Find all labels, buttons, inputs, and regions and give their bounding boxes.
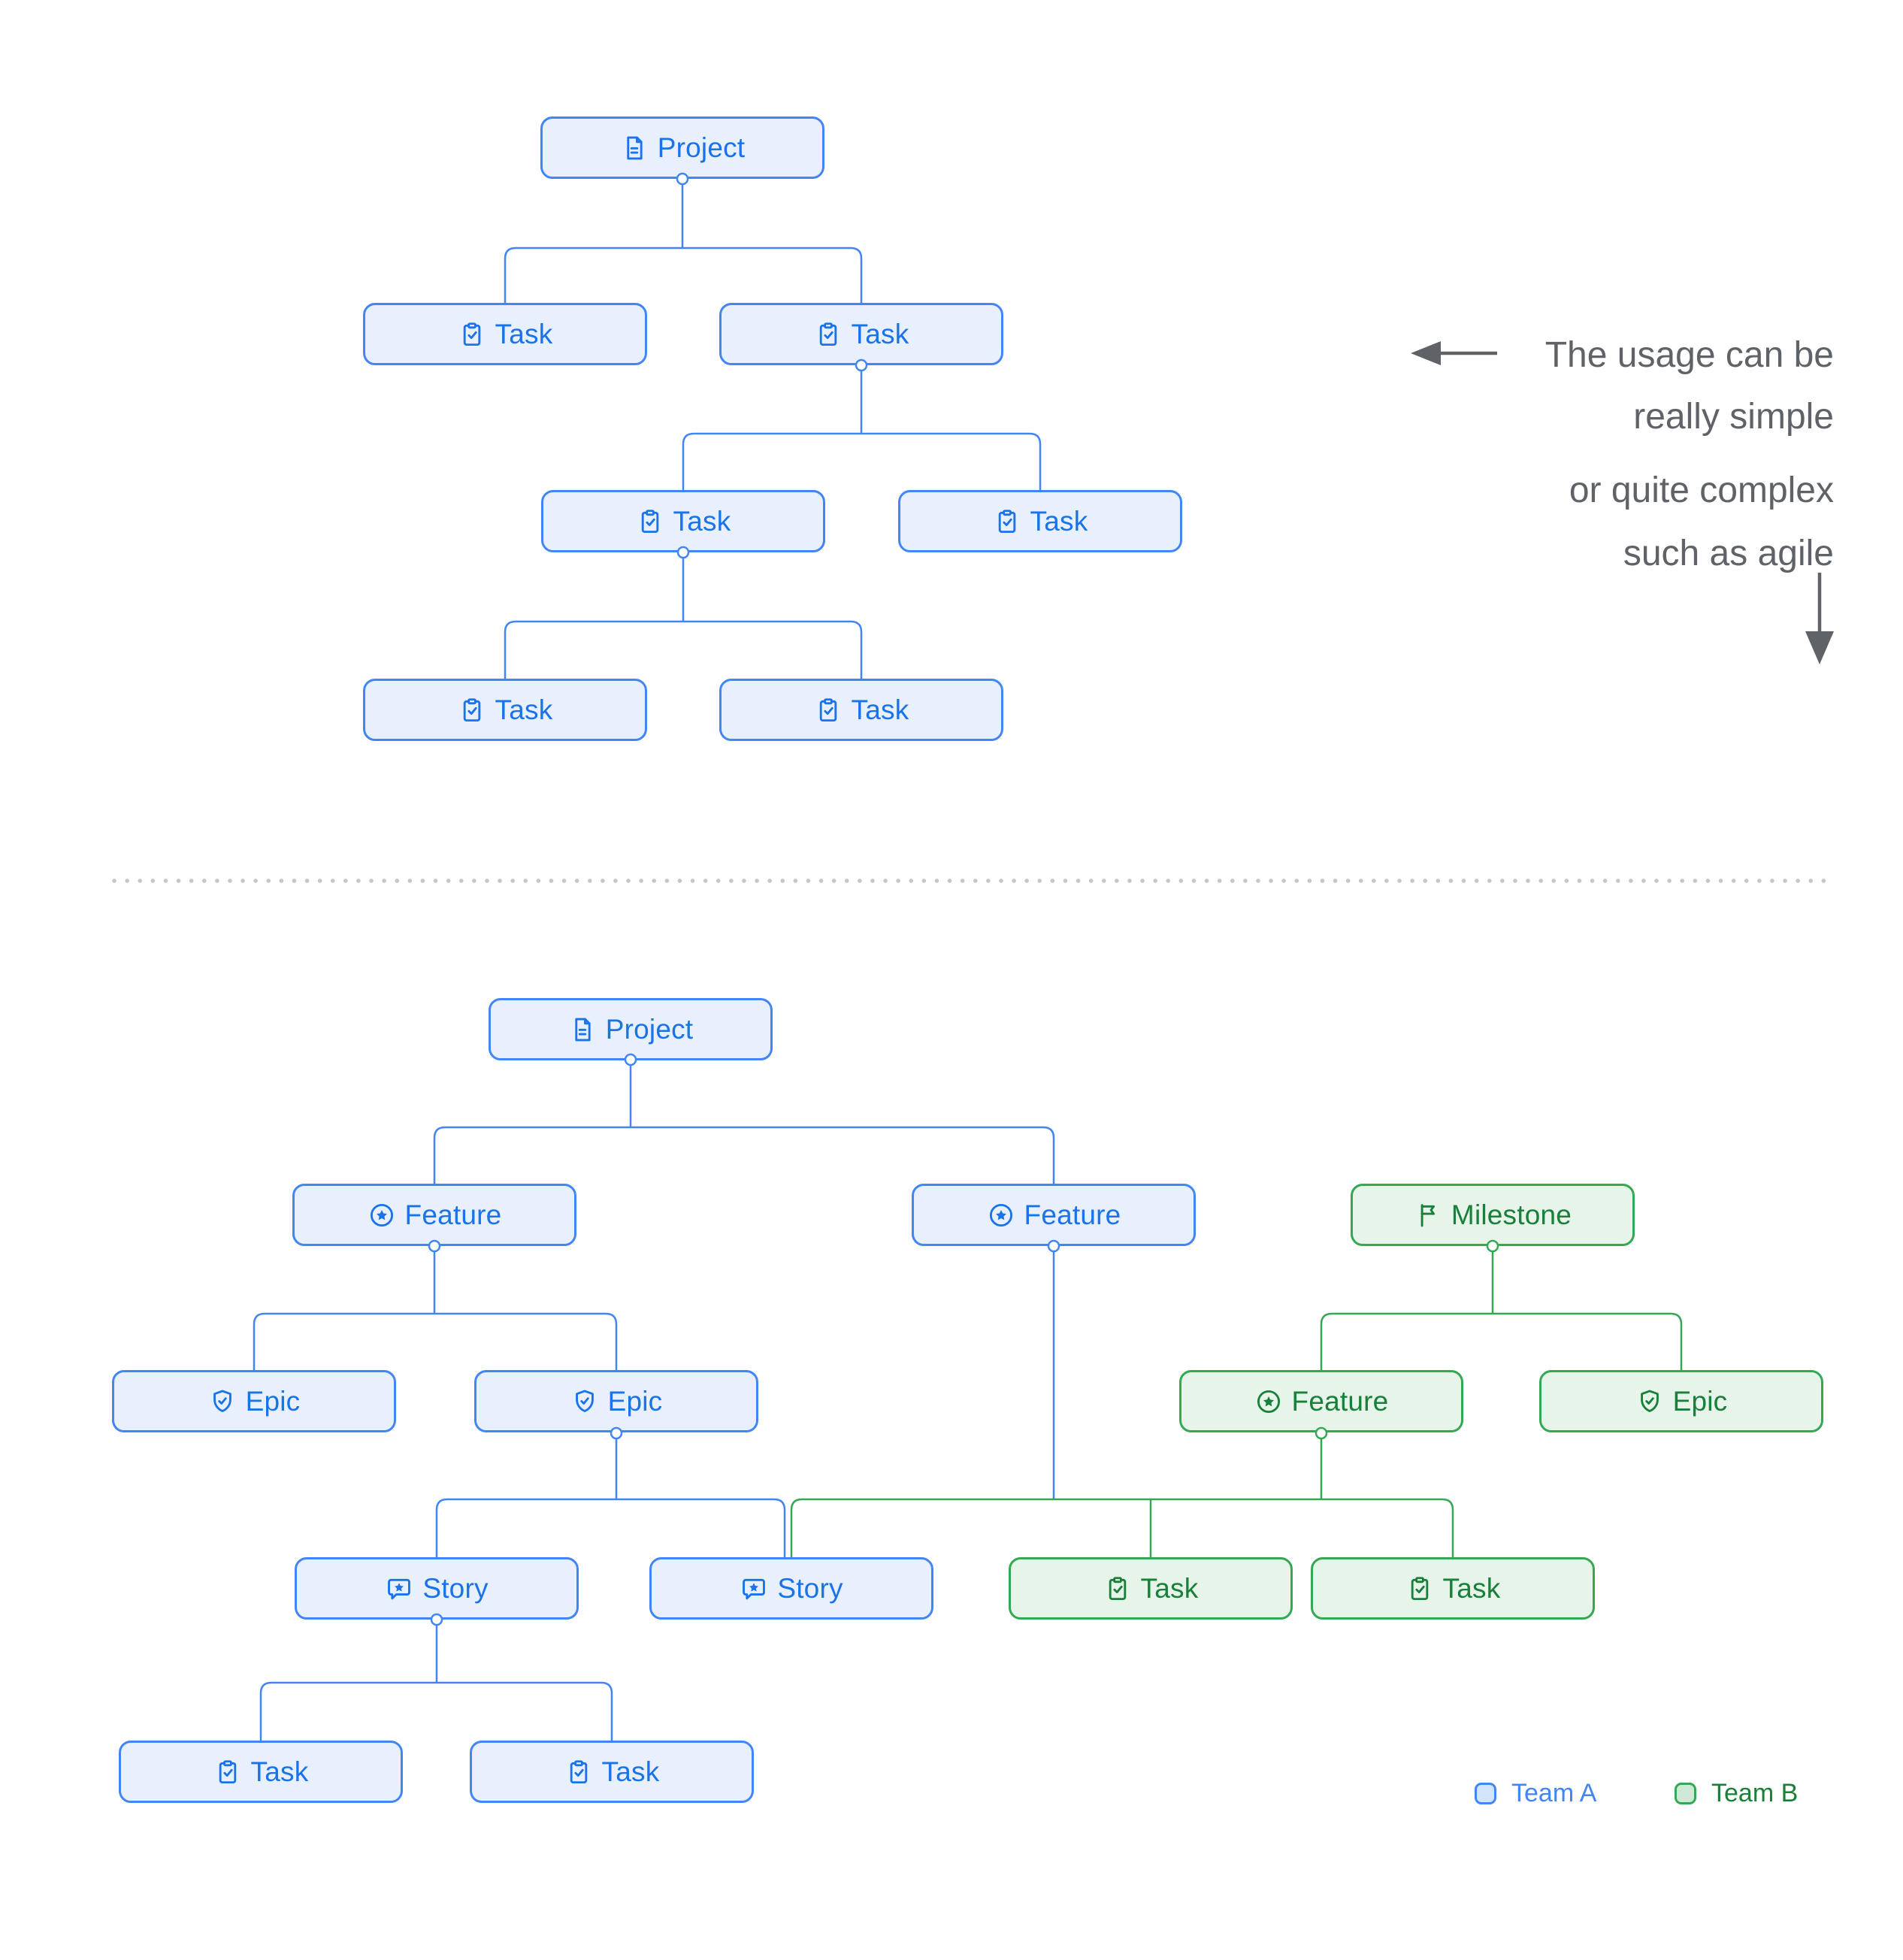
annotation-arrows: [1438, 351, 1822, 633]
clipboard-check-icon: [636, 507, 664, 536]
node-task-b[interactable]: Task: [719, 303, 1003, 365]
node-task-green-1[interactable]: Task: [1009, 1557, 1293, 1620]
comment-star-icon: [740, 1574, 768, 1603]
connector: [504, 620, 863, 679]
shield-check-icon: [1635, 1387, 1664, 1416]
node-label: Feature: [404, 1199, 502, 1230]
node-task-d[interactable]: Task: [898, 490, 1182, 552]
node-story-2[interactable]: Story: [649, 1557, 933, 1620]
node-label: Task: [1030, 505, 1088, 537]
node-project-bottom[interactable]: Project: [489, 998, 773, 1060]
clipboard-check-icon: [993, 507, 1021, 536]
star-circle-icon: [1254, 1387, 1283, 1416]
node-label: Task: [495, 318, 553, 349]
connector: [253, 1312, 618, 1370]
node-label: Project: [605, 1013, 694, 1045]
star-circle-icon: [368, 1201, 396, 1230]
node-task-f[interactable]: Task: [719, 679, 1003, 741]
node-task-a[interactable]: Task: [363, 303, 647, 365]
node-feature-2[interactable]: Feature: [912, 1184, 1196, 1246]
annotation-line-2: really simple: [1633, 397, 1834, 437]
connector: [433, 1126, 1055, 1184]
flag-icon: [1414, 1201, 1442, 1230]
legend-label: Team A: [1511, 1778, 1597, 1807]
star-circle-icon: [987, 1201, 1015, 1230]
shield-check-icon: [570, 1387, 599, 1416]
node-task-bottom-2[interactable]: Task: [470, 1741, 754, 1803]
blue-connectors: [253, 179, 1055, 1741]
node-label: Story: [777, 1572, 843, 1604]
node-epic-1[interactable]: Epic: [112, 1370, 396, 1432]
node-label: Epic: [1672, 1385, 1728, 1417]
clipboard-check-icon: [564, 1758, 593, 1786]
clipboard-check-icon: [1103, 1574, 1132, 1603]
annotation-line-4: such as agile: [1623, 534, 1834, 573]
node-task-c[interactable]: Task: [541, 490, 825, 552]
connector: [1320, 1312, 1683, 1370]
node-task-e[interactable]: Task: [363, 679, 647, 741]
legend-label: Team B: [1711, 1778, 1799, 1807]
node-epic-2[interactable]: Epic: [474, 1370, 758, 1432]
clipboard-check-icon: [1405, 1574, 1434, 1603]
annotation-arrowheads: [1411, 341, 1834, 664]
node-label: Task: [851, 318, 909, 349]
node-label: Project: [657, 132, 746, 163]
legend-team-a: Team A: [1475, 1778, 1597, 1807]
node-task-bottom-1[interactable]: Task: [119, 1741, 403, 1803]
node-project-top[interactable]: Project: [540, 116, 824, 179]
node-story-1[interactable]: Story: [295, 1557, 579, 1620]
node-label: Story: [422, 1572, 489, 1604]
node-milestone[interactable]: Milestone: [1351, 1184, 1635, 1246]
node-label: Task: [495, 694, 553, 725]
annotation-line-3: or quite complex: [1569, 470, 1834, 510]
shield-check-icon: [208, 1387, 237, 1416]
connector: [682, 432, 1042, 490]
node-feature-1[interactable]: Feature: [292, 1184, 576, 1246]
team-b-swatch: [1675, 1782, 1696, 1804]
connector: [504, 247, 863, 303]
node-label: Task: [250, 1756, 309, 1787]
clipboard-check-icon: [814, 320, 843, 349]
node-label: Task: [601, 1756, 660, 1787]
document-icon: [620, 134, 649, 162]
node-task-green-2[interactable]: Task: [1311, 1557, 1595, 1620]
clipboard-check-icon: [213, 1758, 242, 1786]
clipboard-check-icon: [458, 696, 486, 724]
node-feature-green[interactable]: Feature: [1179, 1370, 1463, 1432]
clipboard-check-icon: [814, 696, 843, 724]
node-label: Task: [1140, 1572, 1199, 1604]
node-epic-green[interactable]: Epic: [1539, 1370, 1823, 1432]
team-a-swatch: [1475, 1782, 1496, 1804]
legend-team-b: Team B: [1675, 1778, 1799, 1807]
green-connectors: [790, 1246, 1683, 1557]
node-label: Milestone: [1451, 1199, 1572, 1230]
connector: [259, 1681, 613, 1741]
node-label: Task: [673, 505, 731, 537]
node-label: Epic: [607, 1385, 663, 1417]
down-arrow-icon: [1805, 631, 1834, 664]
node-label: Feature: [1024, 1199, 1121, 1230]
connector: [790, 1498, 1454, 1557]
node-label: Feature: [1291, 1385, 1389, 1417]
document-icon: [568, 1015, 597, 1044]
node-label: Task: [851, 694, 909, 725]
annotation-line-1: The usage can be: [1544, 335, 1834, 375]
node-label: Epic: [245, 1385, 301, 1417]
node-label: Task: [1442, 1572, 1501, 1604]
clipboard-check-icon: [458, 320, 486, 349]
connector: [435, 1498, 786, 1557]
comment-star-icon: [385, 1574, 413, 1603]
left-arrow-icon: [1411, 341, 1441, 365]
